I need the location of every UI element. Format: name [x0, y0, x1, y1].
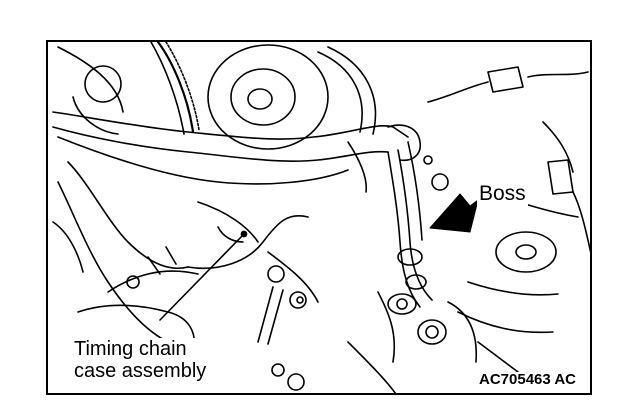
wiring-harness — [387, 66, 590, 308]
diagram-frame: Boss Timing chain case assembly AC705463… — [46, 40, 592, 395]
label-boss: Boss — [477, 182, 528, 206]
mount-bracket — [52, 111, 422, 193]
leader-line-timing — [159, 230, 248, 321]
engine-line-drawing — [52, 42, 590, 393]
label-timing-line-1: Timing chain — [74, 338, 187, 360]
fasteners-lower — [257, 265, 307, 391]
crank-pulley — [207, 44, 377, 150]
arrow-to-boss — [429, 193, 479, 233]
figure-code: AC705463 AC — [477, 371, 578, 389]
label-timing-line-2: case assembly — [74, 360, 207, 383]
pulley-top-left — [57, 46, 124, 135]
gear-sprocket — [150, 42, 200, 135]
timing-chain-case — [52, 161, 319, 353]
boss-components — [347, 155, 478, 393]
label-timing-chain-case: Timing chain case assembly — [72, 338, 209, 383]
